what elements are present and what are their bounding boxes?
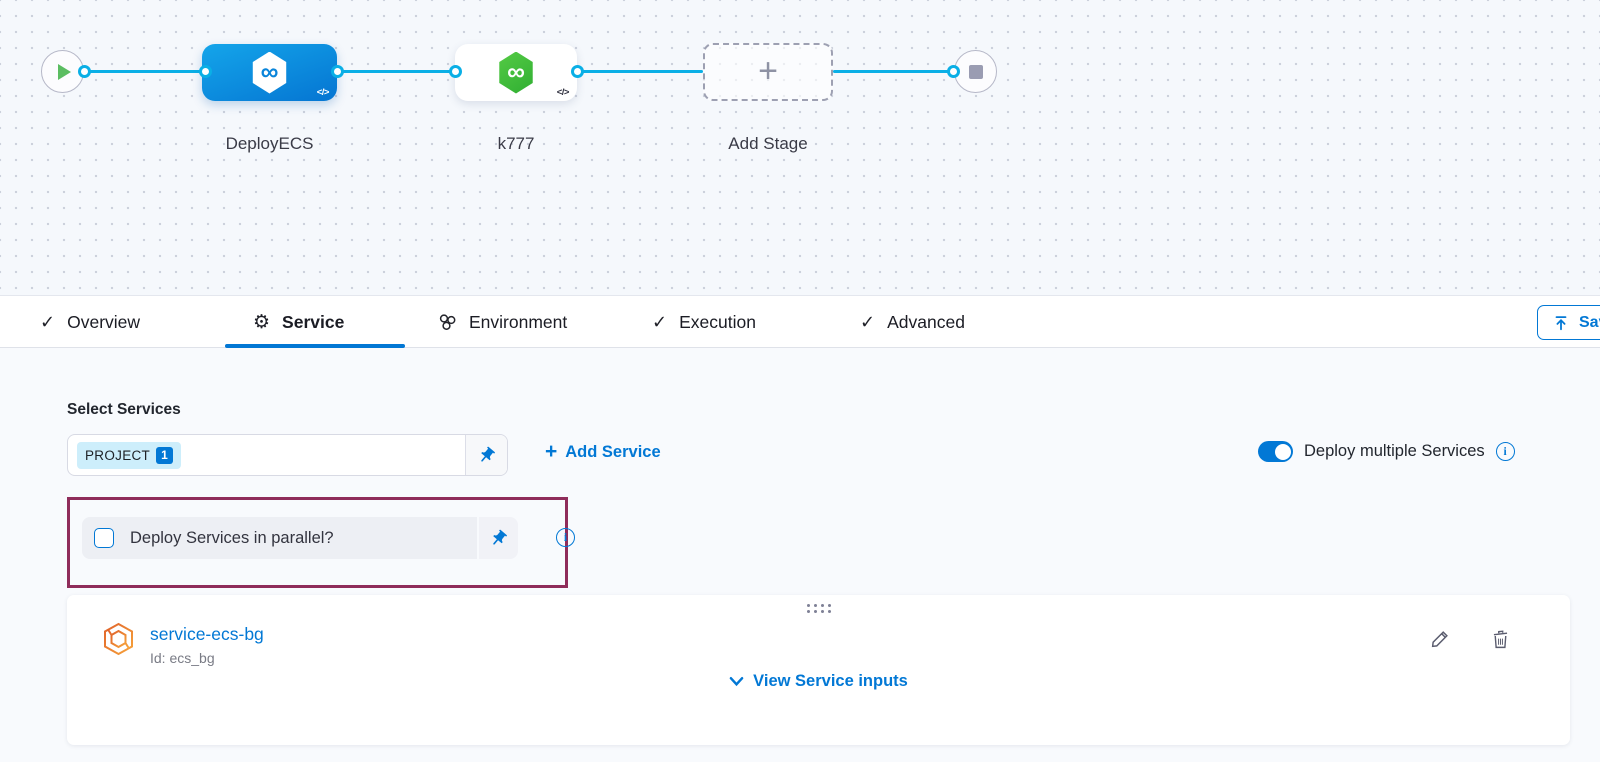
tab-label: Execution bbox=[679, 311, 756, 332]
service-name-link[interactable]: service-ecs-bg bbox=[150, 624, 264, 644]
edge-addstage-to-end bbox=[833, 70, 954, 73]
deploy-parallel-label: Deploy Services in parallel? bbox=[130, 528, 334, 547]
drag-handle-icon[interactable] bbox=[806, 604, 831, 613]
check-icon: ✓ bbox=[40, 312, 56, 332]
pencil-icon bbox=[1431, 631, 1448, 648]
add-service-label: Add Service bbox=[565, 443, 661, 461]
scope-chip-label: PROJECT bbox=[85, 447, 151, 463]
edit-service-button[interactable] bbox=[1427, 626, 1453, 652]
upload-icon bbox=[1552, 314, 1570, 332]
tab-service[interactable]: ⚙ Service bbox=[253, 296, 344, 348]
edge-start-to-stage1 bbox=[84, 70, 205, 73]
port bbox=[78, 65, 91, 78]
pipeline-canvas[interactable]: ∞ </> ∞ </> + DeployECS k777 Add Stage bbox=[0, 0, 1600, 296]
scope-chip[interactable]: PROJECT 1 bbox=[77, 441, 182, 469]
delete-service-button[interactable] bbox=[1487, 626, 1513, 652]
add-service-button[interactable]: + Add Service bbox=[545, 440, 661, 463]
deploy-parallel-field: Deploy Services in parallel? bbox=[82, 517, 518, 559]
pipeline-start-node[interactable] bbox=[41, 50, 84, 93]
infinity-glyph: ∞ bbox=[507, 58, 525, 86]
service-id-text: Id: ecs_bg bbox=[150, 650, 215, 666]
deploy-parallel-checkbox[interactable] bbox=[94, 528, 114, 548]
toggle-knob bbox=[1274, 443, 1291, 460]
add-stage-button[interactable]: + bbox=[703, 43, 833, 101]
stop-icon bbox=[968, 64, 983, 79]
info-icon[interactable]: i bbox=[556, 528, 575, 547]
info-icon[interactable]: i bbox=[1495, 442, 1515, 461]
port bbox=[947, 65, 960, 78]
environment-icon bbox=[437, 312, 457, 332]
harness-logo-icon: ∞ bbox=[499, 51, 533, 94]
port bbox=[331, 65, 344, 78]
stage-label-k777: k777 bbox=[497, 134, 535, 153]
port bbox=[571, 65, 584, 78]
tab-label: Overview bbox=[67, 311, 141, 332]
save-label: Save bbox=[1579, 313, 1600, 331]
plus-icon: + bbox=[545, 440, 558, 463]
infinity-glyph: ∞ bbox=[260, 58, 279, 86]
gear-icon: ⚙ bbox=[253, 311, 271, 333]
stage-label-deployecs: DeployECS bbox=[225, 134, 314, 153]
deploy-multiple-label: Deploy multiple Services bbox=[1304, 442, 1485, 460]
trash-icon bbox=[1493, 630, 1507, 648]
tab-label: Advanced bbox=[887, 311, 965, 332]
edge-stage2-to-addstage bbox=[577, 70, 703, 73]
pipeline-end-node[interactable] bbox=[954, 50, 997, 93]
select-services-label: Select Services bbox=[67, 401, 181, 418]
active-tab-underline bbox=[225, 344, 405, 348]
pushpin-icon bbox=[481, 446, 495, 462]
edge-stage1-to-stage2 bbox=[337, 70, 455, 73]
stage-tabbar: ✓ Overview ⚙ Service Environment ✓ Execu… bbox=[0, 296, 1600, 348]
add-stage-label: Add Stage bbox=[728, 134, 808, 153]
check-icon: ✓ bbox=[652, 312, 668, 332]
pushpin-icon bbox=[493, 529, 507, 545]
code-view-icon[interactable]: </> bbox=[556, 87, 570, 98]
plus-icon: + bbox=[758, 51, 778, 90]
scope-chip-count-badge: 1 bbox=[156, 446, 174, 464]
tab-label: Service bbox=[282, 311, 345, 332]
deploy-parallel-main: Deploy Services in parallel? bbox=[82, 517, 479, 559]
stage-node-k777[interactable]: ∞ </> bbox=[455, 44, 577, 101]
play-icon bbox=[58, 63, 71, 80]
service-cube-icon bbox=[100, 621, 137, 663]
check-icon: ✓ bbox=[860, 312, 876, 332]
tab-overview[interactable]: ✓ Overview bbox=[40, 296, 140, 348]
service-card: service-ecs-bg Id: ecs_bg bbox=[67, 595, 1570, 745]
port bbox=[449, 65, 462, 78]
tab-environment[interactable]: Environment bbox=[437, 296, 567, 348]
stage-node-deployecs[interactable]: ∞ </> bbox=[202, 44, 337, 101]
view-service-inputs-button[interactable]: View Service inputs bbox=[67, 672, 1570, 691]
code-view-icon[interactable]: </> bbox=[316, 87, 330, 98]
chevron-down-icon bbox=[729, 677, 744, 687]
harness-logo-icon: ∞ bbox=[252, 51, 287, 94]
pin-button[interactable] bbox=[465, 435, 507, 475]
service-tab-content: Select Services PROJECT 1 + Add Service … bbox=[0, 348, 1600, 762]
tab-label: Environment bbox=[469, 311, 568, 332]
pin-button[interactable] bbox=[479, 517, 518, 559]
tab-execution[interactable]: ✓ Execution bbox=[652, 296, 756, 348]
save-button[interactable]: Save bbox=[1537, 305, 1600, 340]
select-services-input[interactable]: PROJECT 1 bbox=[67, 434, 508, 476]
view-service-inputs-label: View Service inputs bbox=[753, 672, 908, 690]
deploy-multiple-row: Deploy multiple Services i bbox=[1258, 441, 1515, 462]
port bbox=[199, 65, 212, 78]
deploy-multiple-toggle[interactable] bbox=[1258, 441, 1293, 462]
tab-advanced[interactable]: ✓ Advanced bbox=[860, 296, 965, 348]
